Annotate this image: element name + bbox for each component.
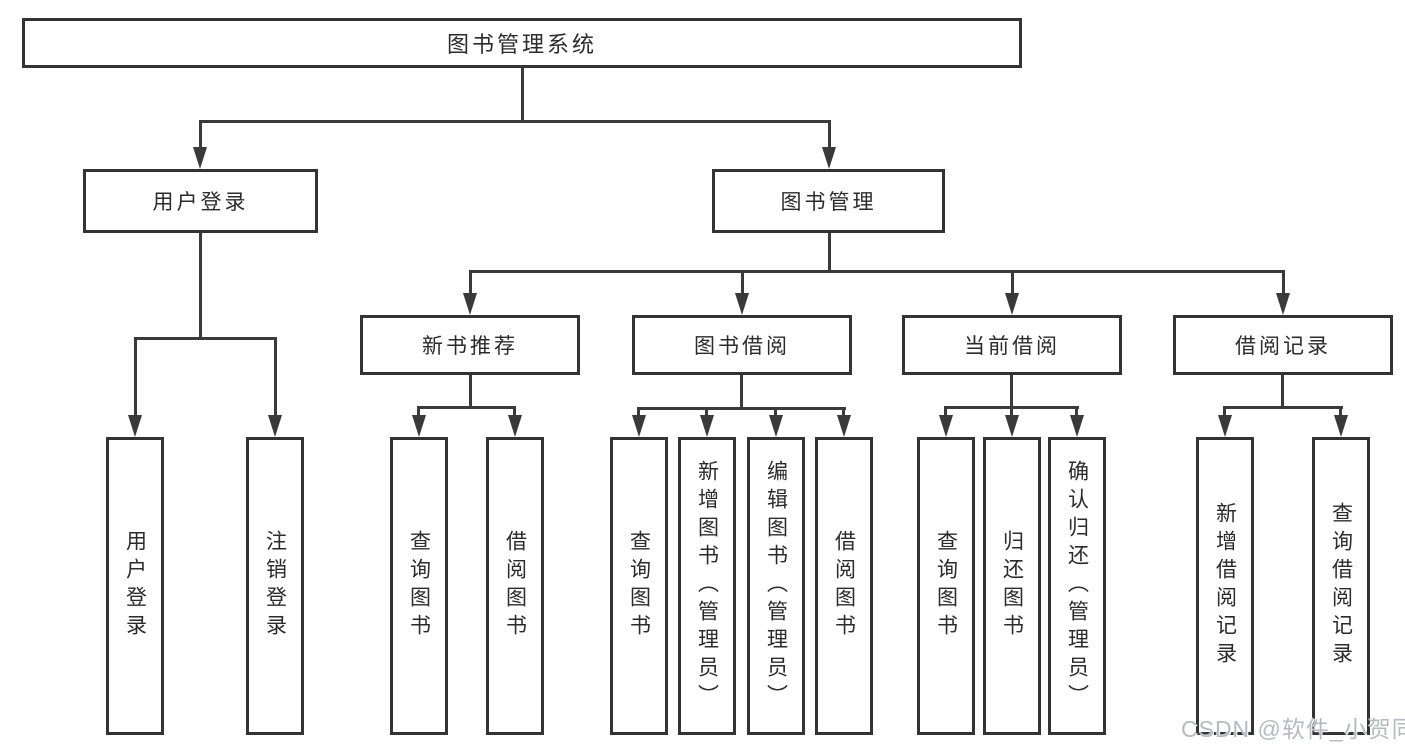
connector-line [637,407,640,418]
leaf-label: 查询借阅记录 [1329,502,1353,670]
connector-line [469,270,472,295]
connector-line [741,270,744,295]
node-book-borrow: 图书借阅 [632,315,852,375]
leaf-borrow-books: 借阅图书 [815,437,873,735]
leaf-label: 归还图书 [1000,530,1024,642]
arrow-down [128,415,142,437]
leaf-query-books: 查询图书 [390,437,448,735]
node-book-management: 图书管理 [712,169,945,233]
connector-line [469,375,472,406]
leaf-confirm-return-admin: 确认归还（管理员） [1048,437,1106,735]
connector-line [828,233,831,271]
arrow-down [1218,415,1232,437]
leaf-label: 编辑图书（管理员） [764,460,788,712]
leaf-label: 用户登录 [123,530,147,642]
leaf-label: 借阅图书 [503,530,527,642]
arrow-down [735,293,749,315]
arrow-down [1334,415,1348,437]
leaf-query-borrow-record: 查询借阅记录 [1312,437,1370,735]
leaf-label: 注销登录 [263,530,287,642]
connector-line [521,68,524,120]
connector-line [828,120,831,150]
leaf-return-books: 归还图书 [983,437,1041,735]
connector-line [199,233,202,337]
connector-line [134,337,137,418]
arrow-down [412,415,426,437]
connector-line [199,120,831,123]
arrow-down [193,147,207,169]
connector-line [705,407,708,418]
arrow-down [769,415,783,437]
connector-line [1011,270,1014,295]
arrow-down [268,415,282,437]
node-new-book-recommend: 新书推荐 [360,315,580,375]
arrow-down [700,415,714,437]
connector-line [842,407,845,418]
leaf-label: 新增借阅记录 [1213,502,1237,670]
arrow-down [1005,415,1019,437]
arrow-down [837,415,851,437]
leaf-label: 确认归还（管理员） [1065,460,1089,712]
connector-line [740,375,743,407]
arrow-down [1070,415,1084,437]
leaf-add-book-admin: 新增图书（管理员） [678,437,736,735]
leaf-query-books: 查询图书 [917,437,975,735]
leaf-label: 借阅图书 [832,530,856,642]
connector-line [469,270,1285,273]
connector-line [1223,406,1226,418]
leaf-label: 查询图书 [407,530,431,642]
leaf-query-books: 查询图书 [610,437,668,735]
arrow-down [463,293,477,315]
leaf-add-borrow-record: 新增借阅记录 [1196,437,1254,735]
connector-line [1281,375,1284,406]
connector-line [1339,406,1342,418]
leaf-user-login: 用户登录 [106,437,164,735]
node-root-library-system: 图书管理系统 [22,18,1022,68]
connector-line [417,406,516,409]
leaf-label: 新增图书（管理员） [695,460,719,712]
connector-line [134,337,276,340]
connector-line [1282,270,1285,295]
connector-line [637,407,846,410]
arrow-down [1005,293,1019,315]
node-current-borrow: 当前借阅 [902,315,1122,375]
node-borrow-records: 借阅记录 [1173,315,1393,375]
arrow-down [939,415,953,437]
leaf-label: 查询图书 [934,530,958,642]
leaf-edit-book-admin: 编辑图书（管理员） [747,437,805,735]
arrow-down [1276,293,1290,315]
connector-line [944,406,947,418]
arrow-down [632,415,646,437]
arrow-down [822,147,836,169]
csdn-watermark: CSDN @软件_小贺同学 [1181,716,1405,742]
connector-line [1075,406,1078,418]
arrow-down [508,415,522,437]
leaf-borrow-books: 借阅图书 [486,437,544,735]
connector-line [513,406,516,418]
connector-line [199,120,202,150]
node-user-login: 用户登录 [83,169,318,233]
leaf-label: 查询图书 [627,530,651,642]
connector-line [1010,375,1013,406]
connector-line [274,337,277,418]
connector-line [417,406,420,418]
connector-line [774,407,777,418]
connector-line [1010,406,1013,418]
leaf-logout: 注销登录 [246,437,304,735]
connector-line [1223,406,1343,409]
